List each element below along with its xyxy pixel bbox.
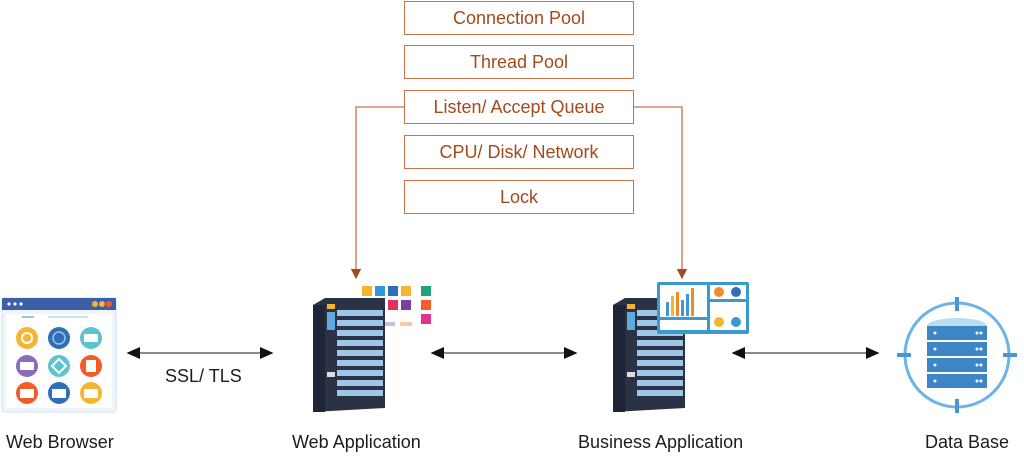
resource-lock: Lock <box>404 180 634 214</box>
resource-label: Listen/ Accept Queue <box>433 96 605 117</box>
queue-to-webapp-connector <box>350 106 404 280</box>
resource-connection-pool: Connection Pool <box>404 1 634 35</box>
web-application-label: Web Application <box>292 432 421 452</box>
resource-thread-pool: Thread Pool <box>404 45 634 79</box>
database-icon <box>897 297 1017 413</box>
database-label: Data Base <box>925 432 1010 452</box>
web-browser-icon <box>1 297 117 413</box>
resource-label: CPU/ Disk/ Network <box>439 141 599 162</box>
business-application-label: Business Application <box>578 432 744 452</box>
resource-listen-accept-queue: Listen/ Accept Queue <box>404 90 634 124</box>
ssl-tls-label: SSL/ TLS <box>165 366 242 386</box>
queue-to-bizapp-connector <box>634 106 688 280</box>
resource-label: Lock <box>499 186 539 207</box>
web-application-server-icon <box>313 284 444 412</box>
web-browser-label: Web Browser <box>6 432 114 452</box>
business-application-server-icon <box>613 282 749 412</box>
resource-label: Connection Pool <box>452 7 586 28</box>
resource-cpu-disk-network: CPU/ Disk/ Network <box>404 135 634 169</box>
resource-label: Thread Pool <box>469 51 569 72</box>
